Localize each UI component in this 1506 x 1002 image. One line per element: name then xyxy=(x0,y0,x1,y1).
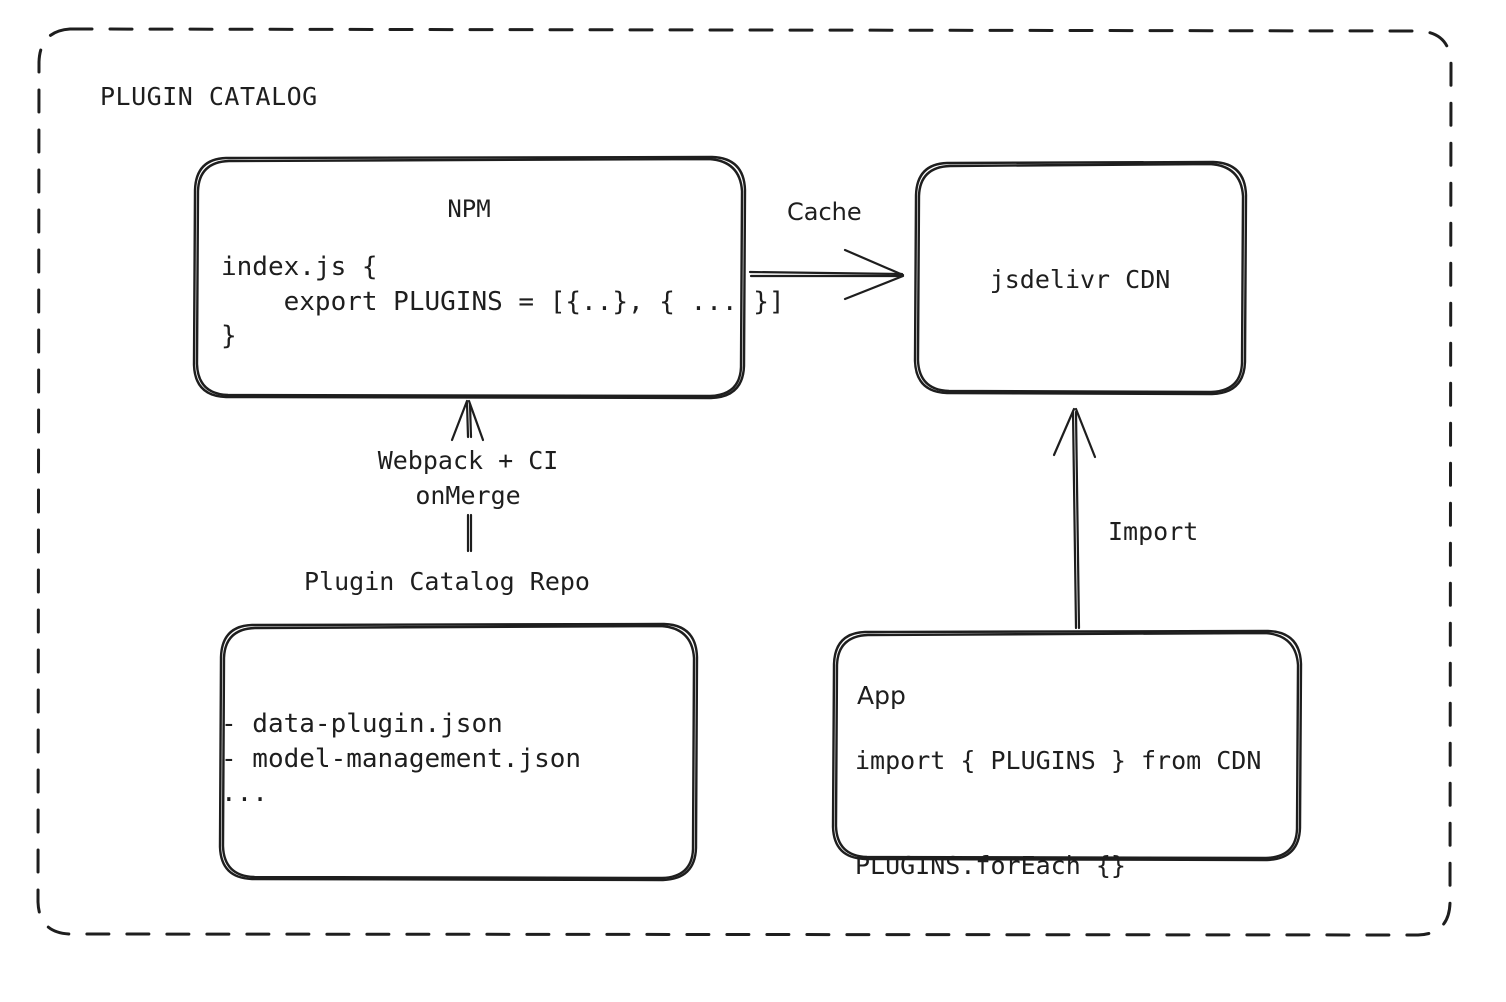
edge-label-import: Import xyxy=(1108,517,1199,546)
repo-node-outline xyxy=(218,622,699,882)
repo-node-file-list: - data-plugin.json - model-management.js… xyxy=(221,709,582,809)
npm-node-outline xyxy=(192,155,747,400)
app-node-title: App xyxy=(857,681,906,710)
npm-node-code: index.js { export PLUGINS = [{..}, { ...… xyxy=(221,252,785,352)
repo-node-label: Plugin Catalog Repo xyxy=(304,567,590,596)
edge-label-webpack-ci-onmerge: Webpack + CI onMerge xyxy=(377,446,559,510)
app-node-outline xyxy=(831,629,1303,862)
edge-label-cache: Cache xyxy=(787,198,862,226)
group-title: PLUGIN CATALOG xyxy=(100,82,318,111)
edge-npm-to-cdn xyxy=(748,248,905,301)
group-frame-dashed-border xyxy=(36,27,1453,937)
cdn-node-outline xyxy=(913,160,1248,396)
app-node-code: import { PLUGINS } from CDN PLUGINS.forE… xyxy=(855,746,1262,880)
edge-app-to-cdn xyxy=(1052,407,1097,630)
npm-node-title: NPM xyxy=(447,195,491,223)
cdn-node-title: jsdelivr CDN xyxy=(989,265,1171,294)
edge-repo-to-npm xyxy=(450,399,485,553)
